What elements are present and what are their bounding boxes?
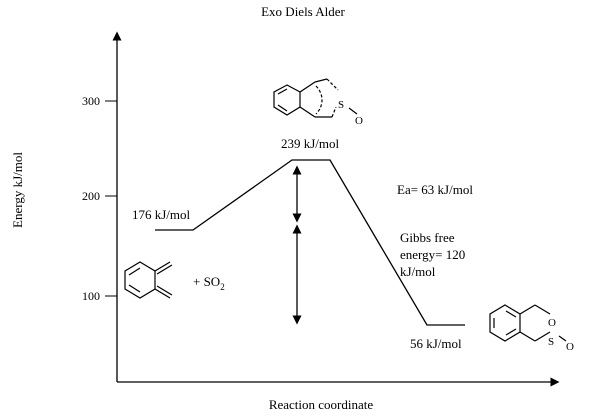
product-sultine-structure xyxy=(489,304,567,342)
reagent-so2-label: + SO2 xyxy=(193,274,225,292)
reagent-so2-text: + SO xyxy=(193,274,220,289)
y-tick-label-300: 300 xyxy=(82,94,100,108)
product-ring-oxygen-atom: O xyxy=(548,317,556,329)
x-axis-label: Reaction coordinate xyxy=(269,397,374,412)
ts-sulfur-atom: S xyxy=(338,99,344,111)
product-oxide-oxygen-atom: O xyxy=(566,341,574,353)
energy-profile-line xyxy=(155,159,465,326)
ts-oxygen-atom: O xyxy=(355,115,363,127)
gibbs-label-line-2: energy= 120 xyxy=(400,247,465,262)
gibbs-label-line-1: Gibbs free xyxy=(400,230,455,245)
product-energy-label: 56 kJ/mol xyxy=(410,336,462,351)
transition-state-energy-label: 239 kJ/mol xyxy=(281,136,340,151)
transition-state-structure xyxy=(273,78,358,118)
y-axis-label: Energy kJ/mol xyxy=(10,152,25,228)
reactant-diene-structure xyxy=(124,261,173,299)
y-tick-label-100: 100 xyxy=(82,289,100,303)
diagram-title: Exo Diels Alder xyxy=(261,4,345,19)
reagent-so2-subscript: 2 xyxy=(220,282,225,292)
product-sulfur-atom: S xyxy=(548,336,554,348)
y-tick-label-200: 200 xyxy=(82,189,100,203)
reactant-energy-label: 176 kJ/mol xyxy=(132,207,191,222)
activation-energy-label: Ea= 63 kJ/mol xyxy=(397,182,473,197)
gibbs-label-line-3: kJ/mol xyxy=(400,264,436,279)
